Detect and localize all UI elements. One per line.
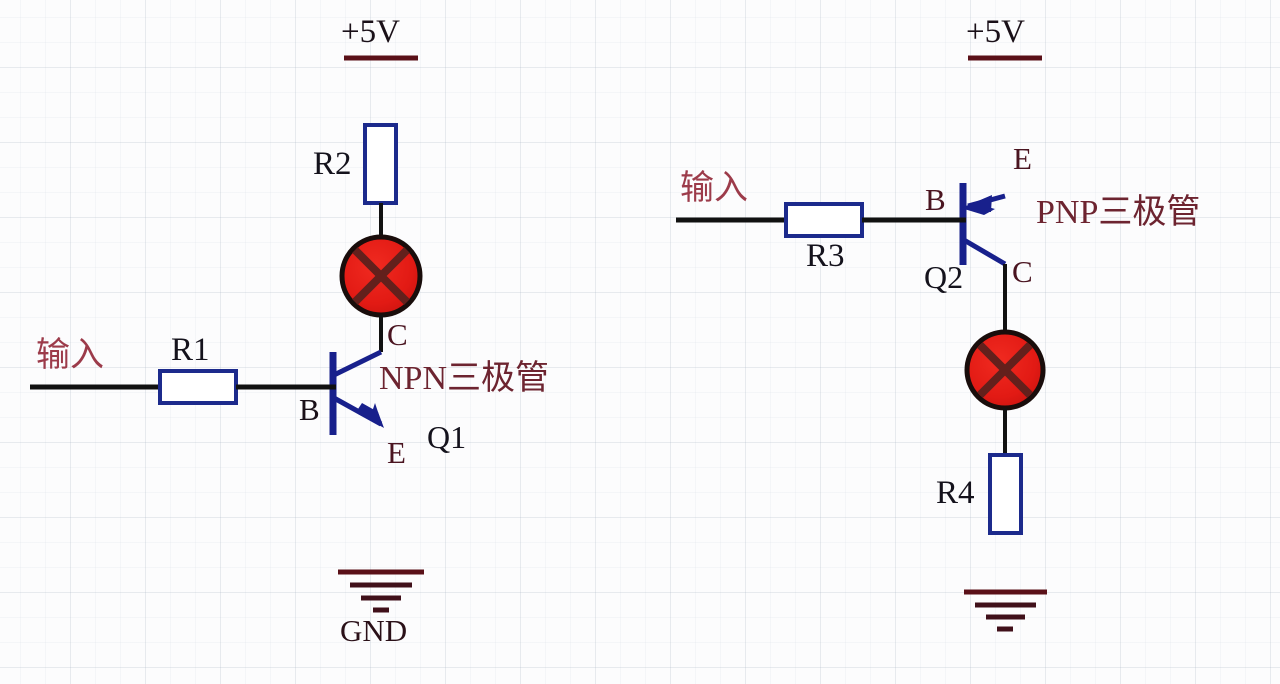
transistor-q1-npn bbox=[329, 349, 384, 435]
resistor-r1 bbox=[158, 369, 238, 405]
transistor-q2-pnp bbox=[959, 183, 1007, 267]
designator-label-q2: Q2 bbox=[924, 259, 964, 295]
terminal-label-b-right: B bbox=[925, 182, 946, 217]
ground-label-left: GND bbox=[340, 613, 408, 648]
terminal-label-e-left: E bbox=[387, 435, 406, 470]
ground-symbol-right bbox=[964, 589, 1047, 632]
terminal-label-c-left: C bbox=[387, 317, 408, 352]
ground-symbol-left bbox=[338, 569, 424, 613]
terminal-label-c-right: C bbox=[1012, 254, 1033, 289]
resistor-label-r4: R4 bbox=[936, 475, 975, 511]
terminal-label-b-left: B bbox=[299, 392, 320, 427]
supply-label-left: +5V bbox=[341, 14, 400, 50]
resistor-label-r2: R2 bbox=[313, 146, 352, 182]
supply-rail-left bbox=[344, 55, 418, 126]
input-label-left: 输入 bbox=[36, 337, 104, 374]
input-label-right: 输入 bbox=[680, 170, 748, 207]
supply-label-right: +5V bbox=[966, 14, 1025, 50]
resistor-label-r3: R3 bbox=[806, 238, 845, 274]
terminal-label-e-right: E bbox=[1013, 141, 1032, 176]
lamp-right bbox=[964, 329, 1046, 411]
transistor-type-label-npn: NPN三极管 bbox=[379, 360, 550, 397]
transistor-type-label-pnp: PNP三极管 bbox=[1036, 194, 1201, 231]
lamp-left bbox=[339, 234, 423, 318]
designator-label-q1: Q1 bbox=[427, 419, 467, 455]
resistor-r2 bbox=[363, 123, 398, 205]
resistor-r3 bbox=[784, 202, 864, 238]
supply-rail-right bbox=[968, 55, 1042, 196]
resistor-label-r1: R1 bbox=[171, 332, 210, 368]
resistor-r4 bbox=[988, 453, 1023, 535]
